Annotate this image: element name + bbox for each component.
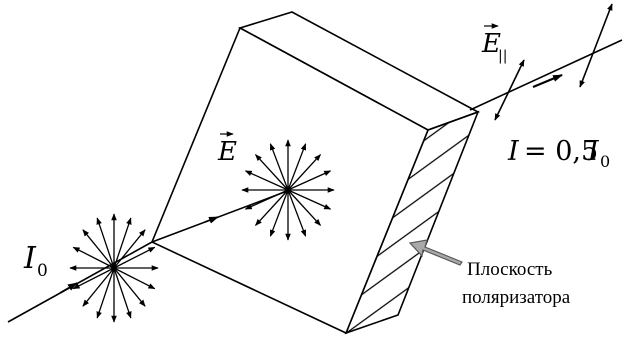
field-vector-arrow — [269, 143, 289, 191]
field-vector-arrow — [113, 267, 132, 319]
field-vector-arrow — [113, 217, 132, 269]
svg-text:= 0,5: = 0,5 — [524, 136, 598, 167]
field-vector-arrow — [255, 189, 289, 226]
polarizer-plane-label: Плоскость поляризатора — [462, 259, 571, 308]
svg-text:I: I — [507, 136, 520, 167]
field-vector-arrow — [287, 170, 332, 191]
beam-on-face-arrow — [204, 216, 219, 224]
svg-text:E: E — [217, 137, 237, 167]
svg-text:E: E — [481, 29, 501, 59]
svg-text:I: I — [23, 241, 37, 276]
field-vector-arrow — [287, 189, 307, 237]
field-vector-arrow — [113, 229, 146, 269]
polarizer-slab — [150, 11, 480, 335]
field-vector-arrow — [244, 170, 289, 191]
field-vector-arrow — [113, 267, 156, 290]
field-vector-arrow — [269, 189, 289, 237]
incident-beam — [7, 241, 153, 323]
svg-text:Плоскость: Плоскость — [467, 259, 553, 280]
field-vector-arrow — [82, 267, 115, 307]
field-vector-label: E — [217, 131, 237, 167]
transmitted-beam-arrow — [532, 73, 563, 89]
svg-text:0: 0 — [600, 152, 610, 171]
field-vector-arrow — [72, 246, 115, 269]
polarized-field-arrow-2 — [579, 3, 613, 88]
svg-text:||: || — [498, 48, 507, 64]
field-vector-arrow — [96, 267, 115, 319]
field-vector-arrow — [255, 154, 289, 191]
field-vector-arrow — [82, 229, 115, 269]
polarized-field-arrow-1 — [494, 59, 525, 121]
incident-intensity-label: I 0 — [23, 241, 48, 281]
star-center-dot — [285, 187, 291, 193]
field-vector-arrow — [287, 154, 321, 191]
svg-text:поляризатора: поляризатора — [462, 287, 571, 308]
svg-text:0: 0 — [37, 261, 48, 281]
field-vector-arrow — [72, 267, 115, 290]
plane-pointer-arrow — [408, 239, 463, 266]
star-center-dot — [111, 265, 117, 271]
polarizer-front-face — [150, 26, 430, 335]
parallel-field-label: E || — [481, 23, 507, 64]
field-vector-arrow — [113, 267, 146, 307]
unpolarized-field-star-face — [241, 139, 335, 241]
beam-on-face — [151, 189, 291, 243]
field-vector-arrow — [96, 217, 115, 269]
field-vector-arrow — [287, 143, 307, 191]
unpolarized-field-star-source — [69, 213, 159, 323]
field-vector-arrow — [113, 246, 156, 269]
transmitted-intensity-formula: I = 0,5 I 0 — [507, 136, 610, 171]
field-vector-arrow — [287, 189, 332, 210]
svg-text:I: I — [587, 136, 600, 167]
field-vector-arrow — [244, 189, 289, 210]
field-vector-arrow — [287, 189, 321, 226]
